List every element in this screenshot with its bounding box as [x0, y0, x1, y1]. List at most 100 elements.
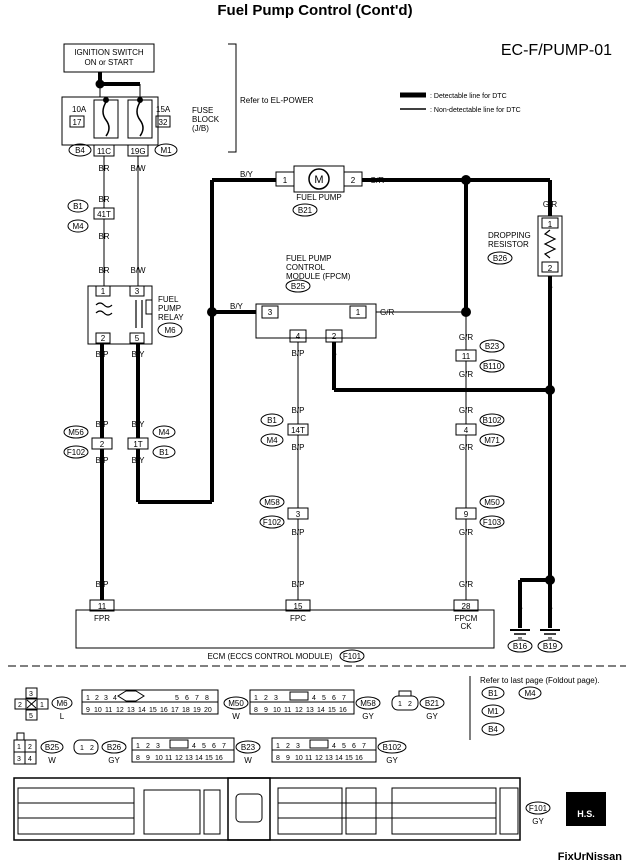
wire-gr-res-top: G/R — [543, 200, 557, 209]
conn-b102-tag: B102 — [483, 416, 502, 425]
b23-pin-13: 13 — [185, 755, 193, 762]
wire-br-2: BR — [98, 195, 109, 204]
m58-pin-13: 13 — [306, 707, 314, 714]
wire-bp-1: B/P — [96, 350, 109, 359]
wire-gr-3: G/R — [459, 406, 473, 415]
motor-symbol: M — [314, 174, 323, 186]
fpcm-module — [255, 303, 377, 339]
fuse-15a-number: 32 — [159, 118, 168, 127]
m50-pin-5: 5 — [175, 695, 179, 702]
b26-pin-2: 2 — [90, 745, 94, 752]
b102-pin-12: 12 — [315, 755, 323, 762]
wire-by-fpcm: B/Y — [230, 302, 244, 311]
fuse-block-label-2: BLOCK — [192, 115, 220, 124]
fpcm-label-1: FUEL PUMP — [286, 254, 332, 263]
res-pin-2: 2 — [548, 264, 553, 273]
m6-pin-2: 2 — [18, 702, 22, 709]
joint-pin-1t: 1T — [133, 440, 142, 449]
fpcm-pin-2: 2 — [332, 332, 337, 341]
diagram-code: EC-F/PUMP-01 — [500, 42, 612, 59]
m58-pin-9: 9 — [264, 707, 268, 714]
b25-view-color: W — [48, 756, 56, 765]
b23-pin-12: 12 — [175, 755, 183, 762]
b23-pin-10: 10 — [155, 755, 163, 762]
wire-by-3: B/Y — [132, 456, 146, 465]
conn-b1-tag-2: B1 — [159, 448, 169, 457]
ignition-label-2: ON or START — [84, 58, 133, 67]
b102-pin-16: 16 — [355, 755, 363, 762]
m50-pin-3: 3 — [104, 695, 108, 702]
conn-m4-tag-3: M4 — [266, 436, 278, 445]
wire-gr-2: G/R — [459, 370, 473, 379]
wire-bp-fpcm-4: B/P — [292, 528, 305, 537]
b102-pin-3: 3 — [296, 743, 300, 750]
wire-b-fpcm: B — [331, 349, 336, 358]
ecm-pin-28: 28 — [462, 602, 471, 611]
fuse-block-label-3: (J/B) — [192, 124, 209, 133]
m58-pin-7: 7 — [342, 695, 346, 702]
pump-pin-1: 1 — [283, 176, 288, 185]
b23-pin-8: 8 — [136, 755, 140, 762]
joint-pin-9: 9 — [464, 510, 469, 519]
conn-b4-tag: B4 — [75, 146, 85, 155]
m58-pin-3: 3 — [274, 695, 278, 702]
m50-view-tag: M50 — [228, 699, 244, 708]
conn-m71-tag: M71 — [484, 436, 500, 445]
wire-bp-fpcm-1: B/P — [292, 349, 305, 358]
m58-pin-6: 6 — [332, 695, 336, 702]
b102-pin-8: 8 — [276, 755, 280, 762]
wire-bp-4: B/P — [96, 580, 109, 589]
fpcm-pin-1: 1 — [356, 308, 361, 317]
relay-label-1: FUEL — [158, 295, 179, 304]
conn-m4-tag-2: M4 — [158, 428, 170, 437]
b25-pin-2: 2 — [28, 744, 32, 751]
conn-f102-tag-1: F102 — [67, 448, 86, 457]
wire-gr-fpcm: G/R — [380, 308, 394, 317]
conn-b1-tag-1: B1 — [73, 202, 83, 211]
watermark-text: FixUrNissan — [557, 851, 622, 863]
wire-bp-2: B/P — [96, 420, 109, 429]
m50-pin-10: 10 — [94, 707, 102, 714]
b102-view-tag: B102 — [383, 743, 402, 752]
m58-pin-15: 15 — [328, 707, 336, 714]
joint-pin-11: 11 — [462, 352, 471, 361]
m50-pin-20: 20 — [204, 707, 212, 714]
refer-item-b4: B4 — [488, 725, 498, 734]
b26-pin-1: 1 — [80, 745, 84, 752]
b23-pin-16: 16 — [215, 755, 223, 762]
m58-view-tag: M58 — [360, 699, 376, 708]
fuel-pump-label: FUEL PUMP — [296, 193, 342, 202]
relay-pin-2: 2 — [101, 334, 106, 343]
b23-pin-7: 7 — [222, 743, 226, 750]
joint-pin-4: 4 — [464, 426, 469, 435]
m50-pin-16: 16 — [160, 707, 168, 714]
conn-m1-tag: M1 — [160, 146, 172, 155]
m50-pin-15: 15 — [149, 707, 157, 714]
b21-view-tag: B21 — [425, 699, 440, 708]
m58-pin-16: 16 — [339, 707, 347, 714]
m50-pin-9: 9 — [86, 707, 90, 714]
m58-pin-14: 14 — [317, 707, 325, 714]
ground-b19: B19 — [543, 642, 558, 651]
m58-pin-8: 8 — [254, 707, 258, 714]
wire-bp-fpcm-3: B/P — [292, 443, 305, 452]
wire-bp-fpcm-5: B/P — [292, 580, 305, 589]
conn-m50-tag: M50 — [484, 498, 500, 507]
f101-connector-view — [13, 777, 521, 841]
b102-pin-1: 1 — [276, 743, 280, 750]
m50-pin-7: 7 — [195, 695, 199, 702]
relay-pin-3: 3 — [135, 287, 140, 296]
m58-view-color: GY — [362, 712, 374, 721]
conn-b21-tag: B21 — [298, 206, 313, 215]
b102-pin-4: 4 — [332, 743, 336, 750]
b102-pin-5: 5 — [342, 743, 346, 750]
wire-by-1: B/Y — [132, 350, 146, 359]
ecm-label: ECM (ECCS CONTROL MODULE) — [207, 652, 332, 661]
joint-pin-3: 3 — [296, 510, 301, 519]
relay-pin-1: 1 — [101, 287, 106, 296]
b21-pin-2: 2 — [408, 701, 412, 708]
fpcm-pin-3: 3 — [268, 308, 273, 317]
conn-m6-tag: M6 — [164, 326, 176, 335]
m50-pin-13: 13 — [127, 707, 135, 714]
ecm-pin-fpcm: FPCM — [455, 614, 478, 623]
